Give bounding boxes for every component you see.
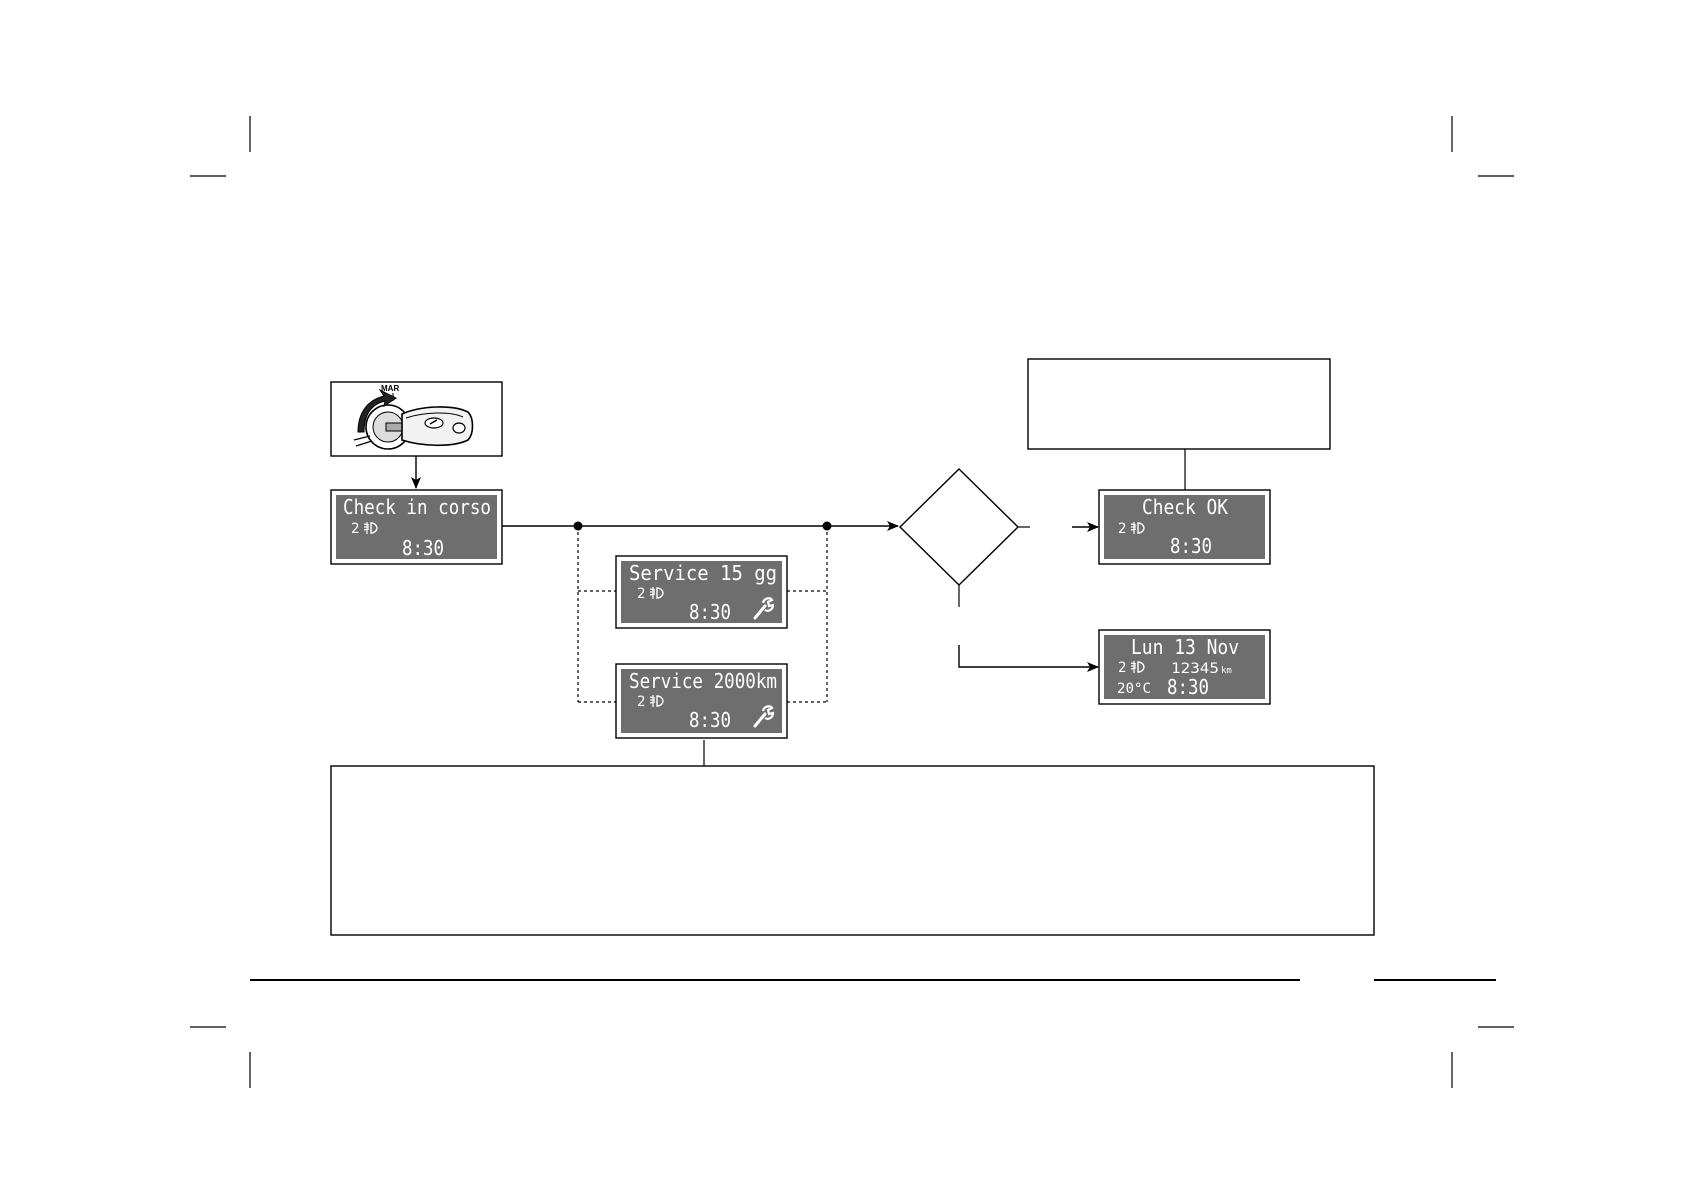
ignition-key-icon bbox=[353, 388, 474, 450]
display-line-1: Check OK bbox=[1142, 495, 1228, 519]
check-ok-note-box bbox=[1027, 358, 1331, 450]
odometer-value: 12345 bbox=[1171, 661, 1219, 677]
display-check-ok: Check OK 2 8:30 bbox=[1098, 489, 1271, 565]
ignition-illustration: MAR bbox=[330, 381, 503, 457]
display-line-1: Service 2000km bbox=[629, 669, 777, 693]
outside-temperature: 20°C bbox=[1117, 681, 1151, 697]
crop-marks bbox=[190, 116, 1514, 1088]
decision-diamond bbox=[899, 468, 1019, 586]
display-normal: Lun 13 Nov 2 12345 km 20°C 8:30 bbox=[1098, 629, 1271, 705]
service-note-box bbox=[330, 765, 1375, 936]
odometer-unit: km bbox=[1221, 666, 1232, 676]
clock-time: 8:30 bbox=[1167, 675, 1209, 699]
clock-time: 8:30 bbox=[689, 708, 731, 732]
service-branch-lines bbox=[577, 526, 828, 703]
arrow-to-normal-display bbox=[958, 645, 1099, 672]
display-service-days: Service 15 gg 2 8:30 bbox=[615, 555, 788, 629]
gear-indicator: 2 bbox=[351, 521, 359, 537]
gear-indicator: 2 bbox=[1118, 521, 1126, 537]
gear-indicator: 2 bbox=[1118, 660, 1126, 676]
gear-indicator: 2 bbox=[637, 586, 645, 602]
clock-time: 8:30 bbox=[689, 600, 731, 624]
clock-time: 8:30 bbox=[402, 536, 444, 560]
ignition-position-label: MAR bbox=[381, 384, 399, 393]
display-line-1: Lun 13 Nov bbox=[1131, 635, 1239, 659]
display-check-in-progress: Check in corso 2 8:30 bbox=[330, 489, 503, 565]
display-line-1: Check in corso bbox=[343, 495, 491, 519]
display-line-1: Service 15 gg bbox=[629, 561, 777, 585]
gear-indicator: 2 bbox=[637, 694, 645, 710]
clock-time: 8:30 bbox=[1170, 534, 1212, 558]
display-service-km: Service 2000km 2 8:30 bbox=[615, 663, 788, 739]
